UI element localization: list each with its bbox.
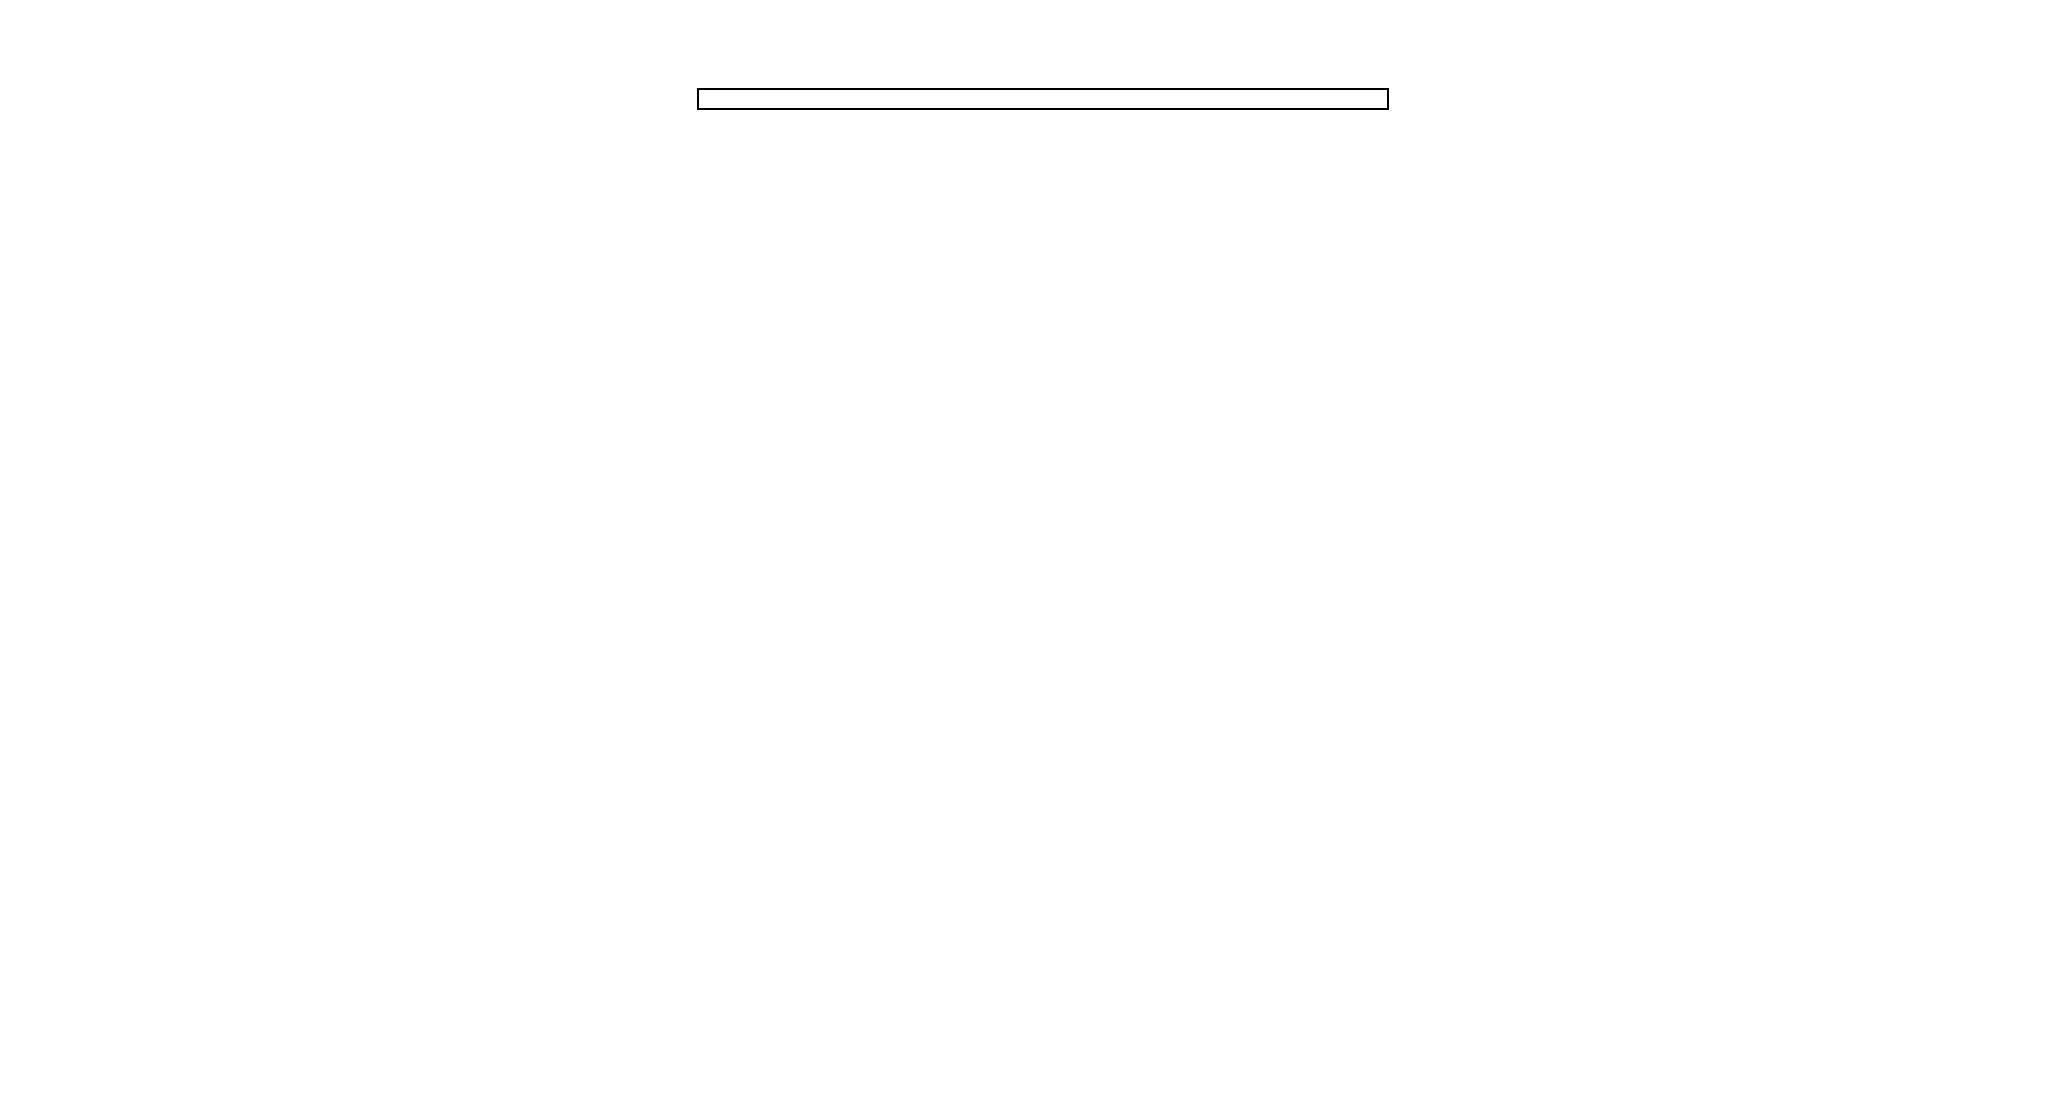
legend [697,88,1389,110]
